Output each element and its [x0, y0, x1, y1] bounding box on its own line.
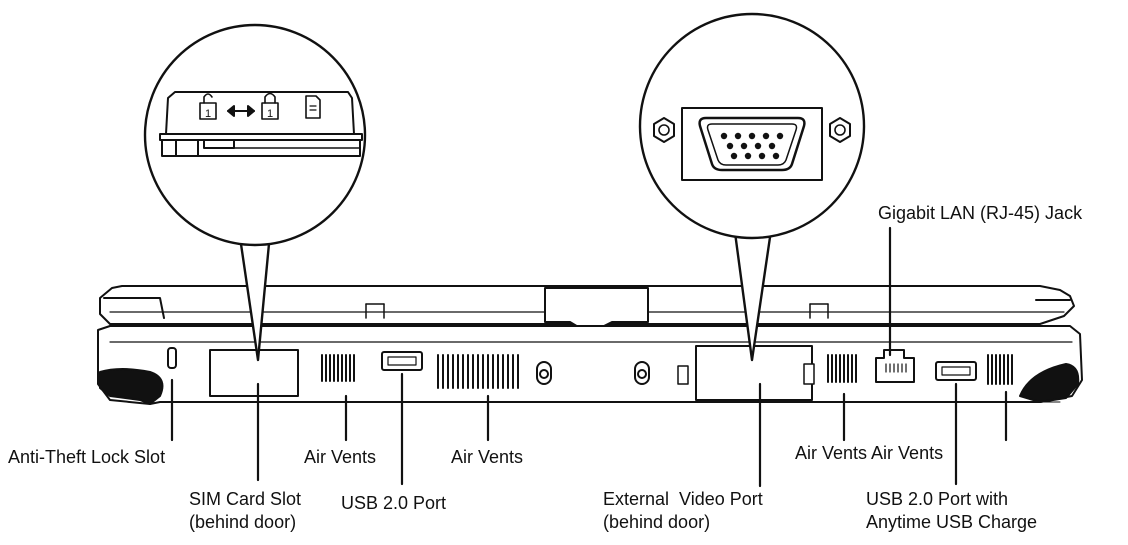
label-air-vents-3-4: Air Vents Air Vents [795, 443, 944, 463]
label-air-vents-2: Air Vents [451, 447, 524, 467]
lock-index: 1 [267, 108, 273, 120]
anti-theft-lock-slot [167, 347, 177, 369]
leader-lines [170, 226, 1008, 488]
label-anti-theft-lock-slot: Anti-Theft Lock Slot [8, 447, 166, 467]
label-anytime-usb-charge: Anytime USB Charge [866, 512, 1038, 532]
sim-slot-zoom-callout [143, 23, 367, 362]
air-vents-1 [321, 354, 355, 382]
usb-port-1 [381, 351, 423, 371]
label-external-video-port: External Video Port [603, 489, 763, 509]
vga-pins [720, 132, 790, 160]
usb-port-2 [935, 361, 977, 381]
label-usb-port: USB 2.0 Port [341, 493, 447, 513]
unlock-index: 1 [205, 108, 211, 120]
laptop-body [97, 285, 1083, 405]
label-air-vents-1: Air Vents [304, 447, 377, 467]
label-usb-charge-port: USB 2.0 Port with [866, 489, 1009, 509]
label-gigabit-lan: Gigabit LAN (RJ-45) Jack [878, 203, 1083, 223]
label-sim-behind-door: (behind door) [189, 512, 297, 532]
video-port-zoom-callout [638, 12, 866, 362]
label-video-behind-door: (behind door) [603, 512, 711, 532]
rj45-jack [875, 349, 915, 383]
label-sim-card-slot: SIM Card Slot [189, 489, 302, 509]
air-vents-3 [827, 354, 857, 383]
air-vents-2 [437, 354, 519, 389]
air-vents-4 [987, 354, 1013, 385]
video-port-door [677, 345, 815, 401]
screw-holes [536, 361, 650, 385]
sim-card-door [209, 349, 299, 397]
